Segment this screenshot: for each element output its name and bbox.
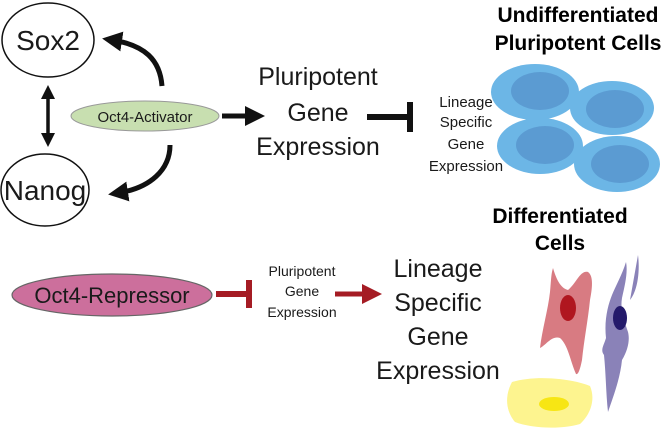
activator-to-nanog-arrow [108, 144, 173, 202]
text-line: Specific [394, 289, 482, 317]
text-line: Expression [429, 158, 503, 175]
text-line: Pluripotent [269, 263, 336, 279]
text-line: Pluripotent [258, 63, 378, 91]
text-line: Expression [256, 133, 380, 161]
text-line: Lineage [439, 94, 492, 111]
text-line: Expression [376, 357, 500, 385]
text-line: Specific [440, 114, 493, 131]
text-line: Differentiated [492, 205, 627, 228]
sox2-ellipse [1, 2, 95, 78]
top-pluripotent-expression: Pluripotent Gene Expression [256, 63, 380, 161]
nanog-ellipse [0, 153, 90, 227]
sox2-label: Sox2 [16, 25, 80, 56]
sox2-node: Sox2 [1, 2, 95, 78]
top-lineage-expression: Lineage Specific Gene Expression [429, 94, 503, 175]
text-line: Gene [407, 323, 468, 351]
bottom-lineage-expression: Lineage Specific Gene Expression [376, 255, 500, 385]
repressor-label: Oct4-Repressor [34, 283, 189, 308]
activator-label: Oct4-Activator [97, 109, 192, 126]
differentiated-cell-red [540, 268, 592, 375]
text-line: Gene [285, 283, 319, 299]
oct4-activator-node: Oct4-Activator [70, 100, 220, 132]
text-line: Expression [267, 304, 336, 320]
stem-cell [570, 81, 654, 135]
text-line: Gene [448, 136, 485, 153]
nanog-label: Nanog [4, 175, 87, 206]
repressor-ellipse [11, 273, 213, 317]
stem-cells [491, 64, 660, 192]
stem-cell [491, 64, 579, 120]
undifferentiated-cells-label: Undifferentiated Pluripotent Cells [495, 4, 662, 55]
differentiated-cells-label: Differentiated Cells [492, 205, 627, 255]
text-line: Lineage [394, 255, 483, 283]
stem-cell [574, 136, 660, 192]
text-line: Pluripotent Cells [495, 32, 662, 55]
nanog-node: Nanog [0, 153, 90, 227]
text-line: Cells [535, 232, 585, 255]
oct4-repressor-node: Oct4-Repressor [11, 273, 213, 317]
text-line: Undifferentiated [497, 4, 658, 27]
differentiated-cell-purple [602, 255, 639, 412]
bottom-inhibition-arrow [216, 280, 252, 308]
differentiated-cell-yellow [507, 378, 593, 428]
stem-cell [497, 118, 583, 174]
activator-to-sox2-arrow [102, 31, 165, 87]
bottom-pluripotent-expression: Pluripotent Gene Expression [267, 263, 336, 320]
text-line: Gene [287, 99, 348, 127]
top-inhibition-arrow [367, 102, 413, 132]
activator-ellipse [70, 100, 220, 132]
